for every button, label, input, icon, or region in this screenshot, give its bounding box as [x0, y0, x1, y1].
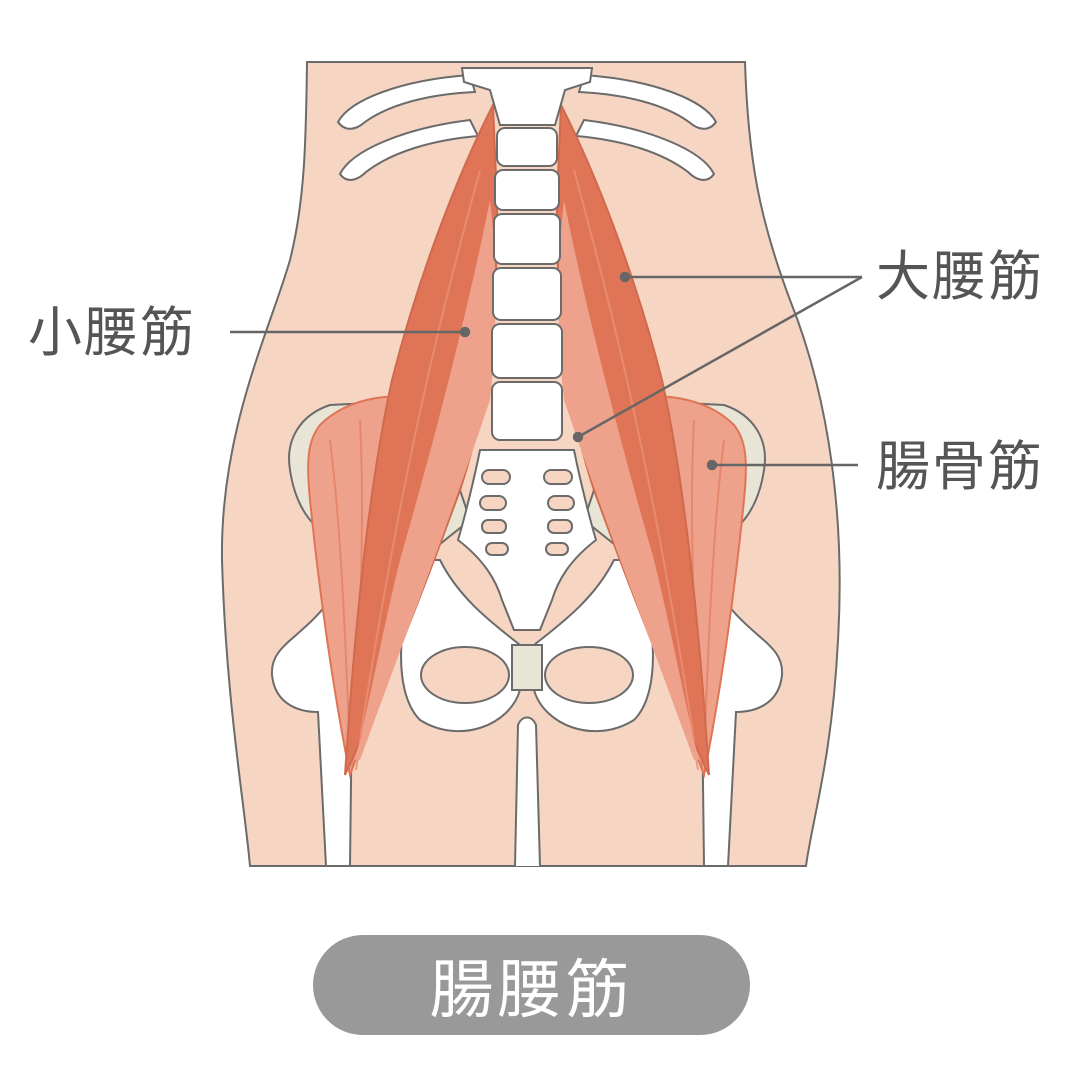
rib	[338, 118, 480, 181]
label-psoas-major: 大腰筋	[876, 245, 1044, 308]
leg-gap	[514, 716, 541, 867]
pubic-symphysis	[511, 644, 543, 691]
rib	[574, 118, 716, 181]
obturator-foramen	[420, 646, 510, 704]
label-iliacus: 腸骨筋	[876, 435, 1044, 498]
sacral-foramina	[479, 469, 575, 556]
rib	[577, 73, 718, 130]
label-psoas-minor: 小腰筋	[28, 301, 196, 364]
title-pill: 腸腰筋	[313, 935, 750, 1035]
leader-lines	[230, 271, 863, 471]
left-side	[270, 73, 521, 867]
title-text: 腸腰筋	[429, 954, 634, 1028]
right-side	[533, 73, 784, 867]
obturator-foramen	[544, 646, 634, 704]
lumbar-spine	[460, 67, 594, 441]
rib	[336, 73, 477, 130]
